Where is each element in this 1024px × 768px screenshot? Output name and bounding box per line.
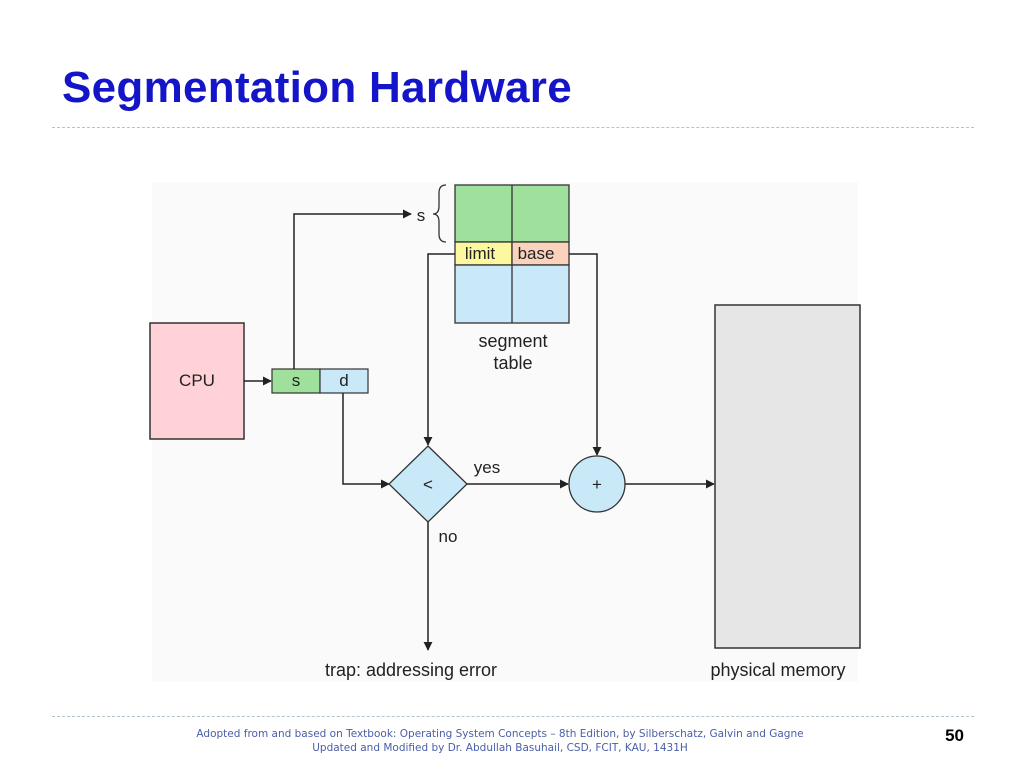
cpu-box (149, 322, 245, 440)
cpu-label: CPU (179, 371, 215, 390)
physical-memory-box (714, 304, 861, 649)
address-d-label: d (339, 371, 348, 390)
slide-number: 50 (945, 726, 964, 745)
slide-title: Segmentation Hardware (62, 63, 572, 112)
base-to-adder-arrow (569, 253, 602, 456)
segment-table-caption-line1: segment (478, 331, 547, 351)
trap-label: trap: addressing error (325, 660, 497, 680)
footer-line-2: Updated and Modified by Dr. Abdullah Bas… (312, 742, 688, 754)
address-d-cell (319, 368, 369, 394)
compare-op-label: < (423, 475, 433, 494)
table-index-brace (432, 184, 447, 243)
title-divider (52, 127, 974, 128)
limit-to-compare-arrow (423, 253, 455, 446)
add-op-label: + (592, 475, 602, 494)
address-s-cell (271, 368, 321, 394)
footer-divider (52, 716, 974, 717)
s-to-table-arrow (293, 209, 412, 369)
address-s-label: s (292, 371, 301, 390)
yes-label: yes (474, 458, 500, 477)
d-to-compare-arrow (342, 393, 390, 489)
physical-memory-label: physical memory (710, 660, 845, 680)
footer-credits: Adopted from and based on Textbook: Oper… (140, 727, 860, 755)
base-label: base (518, 244, 555, 263)
table-index-label: s (417, 206, 426, 225)
no-label: no (439, 527, 458, 546)
segment-table-caption-line2: table (493, 353, 532, 373)
limit-label: limit (465, 244, 495, 263)
footer-line-1: Adopted from and based on Textbook: Oper… (196, 728, 804, 740)
